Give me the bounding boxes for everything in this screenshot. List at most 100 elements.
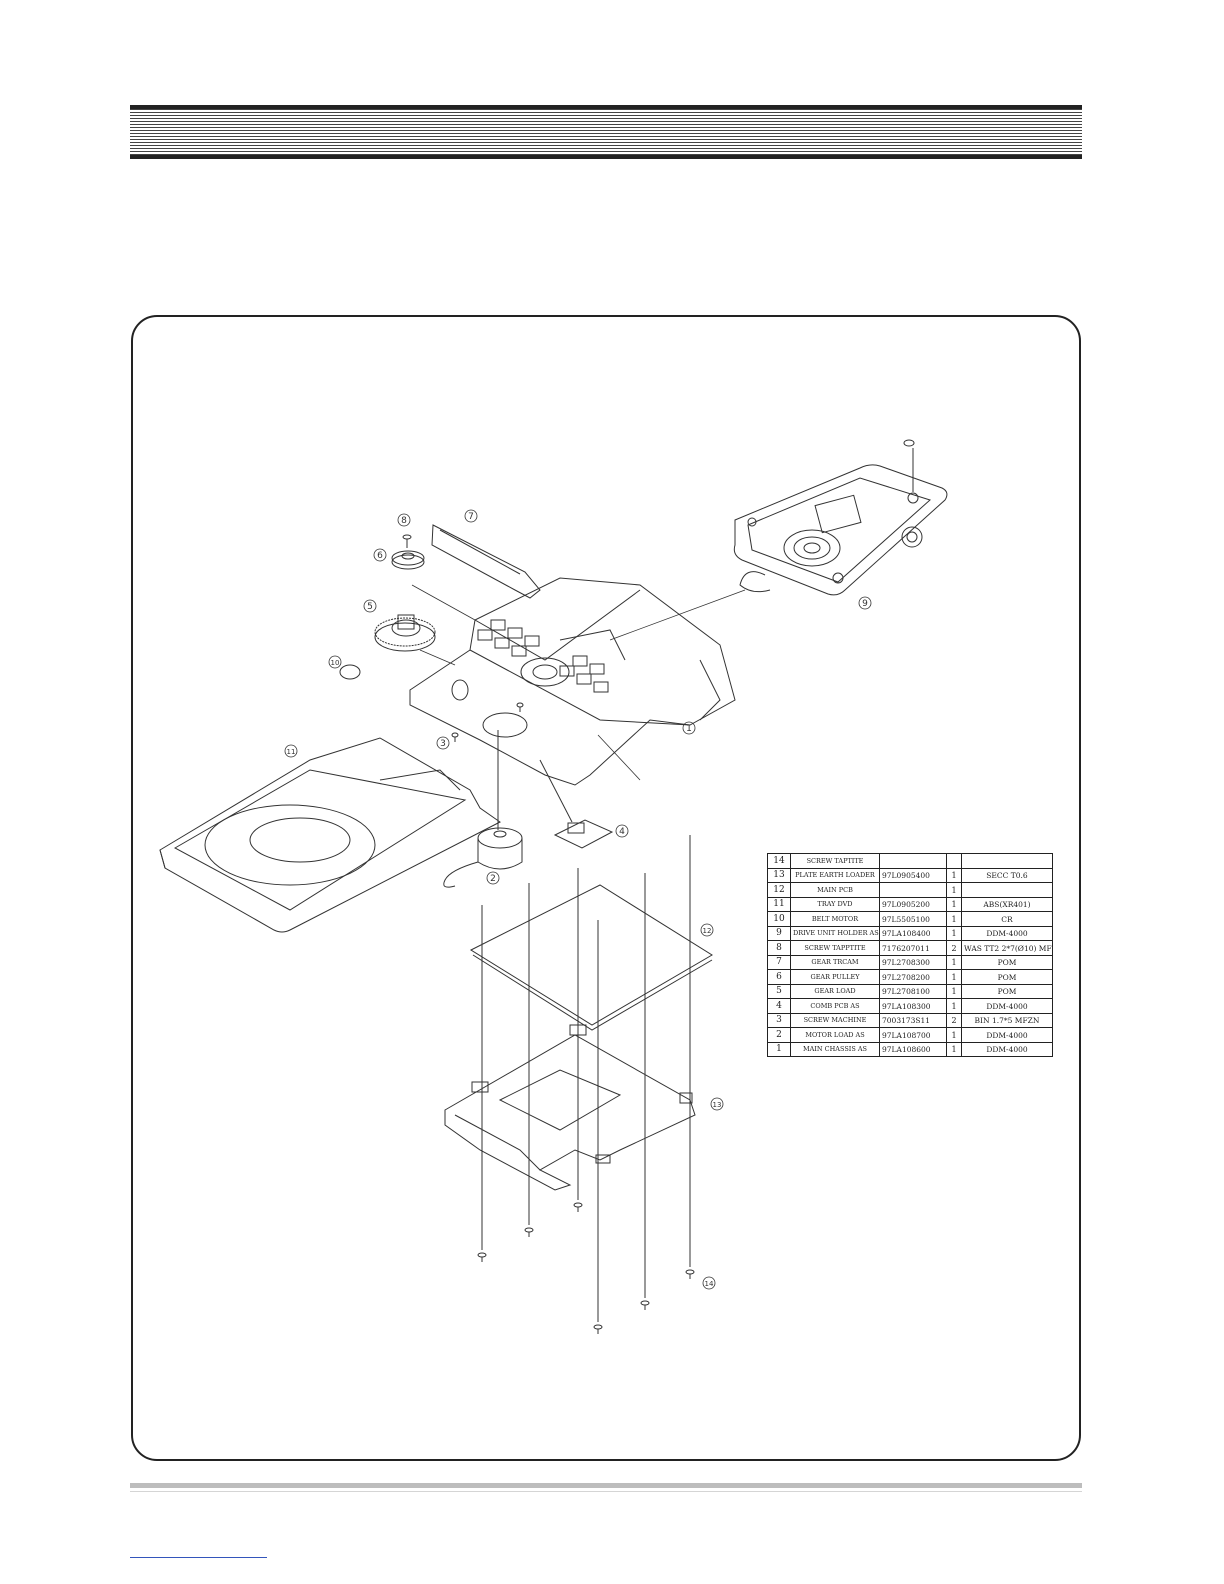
cell-mat: DDM-4000: [961, 1041, 1053, 1057]
leader-lines: [411, 584, 746, 781]
cell-pno: 97LA108400: [879, 925, 947, 941]
cell-mat: POM: [961, 983, 1053, 999]
cell-mat: [961, 882, 1053, 898]
cell-mat: CR: [961, 911, 1053, 927]
cell-pno: 97LA108300: [879, 998, 947, 1014]
cell-mat: ABS(XR401): [961, 896, 1053, 912]
cell-qty: 2: [946, 1012, 962, 1028]
cell-mat: DDM-4000: [961, 1027, 1053, 1043]
comb-pcb: [539, 759, 614, 849]
cell-no: 14: [767, 853, 791, 869]
cell-pno: 97L2708100: [879, 983, 947, 999]
motor-load: [443, 730, 523, 888]
cell-pno: [879, 853, 947, 869]
cell-name: GEAR PULLEY: [790, 969, 880, 985]
cell-no: 12: [767, 882, 791, 898]
cell-pno: 7003173S11: [879, 1012, 947, 1028]
cell-pno: 97L0905400: [879, 867, 947, 883]
cell-mat: SECC T0.6: [961, 867, 1053, 883]
cell-no: 2: [767, 1027, 791, 1043]
cell-mat: POM: [961, 969, 1053, 985]
cell-no: 11: [767, 896, 791, 912]
cell-name: MAIN CHASSIS AS: [790, 1041, 880, 1057]
main-pcb: [469, 884, 713, 1031]
callout-1: 1: [686, 724, 692, 734]
cell-name: GEAR TRCAM: [790, 954, 880, 970]
cell-no: 4: [767, 998, 791, 1014]
cell-qty: 1: [946, 969, 962, 985]
cell-qty: 1: [946, 925, 962, 941]
cell-name: SCREW TAPPTITE: [790, 940, 880, 956]
tray: [159, 737, 501, 933]
callout-2: 2: [490, 874, 496, 884]
cell-pno: 97L5505100: [879, 911, 947, 927]
cell-qty: 1: [946, 911, 962, 927]
cell-name: TRAY DVD: [790, 896, 880, 912]
cell-qty: 2: [946, 940, 962, 956]
cell-qty: 1: [946, 1041, 962, 1057]
drive-unit-holder: [733, 439, 948, 596]
cell-qty: 1: [946, 867, 962, 883]
cell-no: 9: [767, 925, 791, 941]
callout-10: 10: [331, 659, 340, 667]
diagram-frame: [131, 315, 1081, 1461]
callout-11: 11: [287, 748, 296, 756]
cell-name: SCREW MACHINE: [790, 1012, 880, 1028]
cell-qty: 1: [946, 954, 962, 970]
cell-no: 3: [767, 1012, 791, 1028]
cell-mat: DDM-4000: [961, 998, 1053, 1014]
callout-8: 8: [401, 516, 407, 526]
callout-4: 4: [619, 827, 625, 837]
footer-rule-thin: [130, 1491, 1082, 1492]
machine-screws: [451, 702, 524, 742]
cell-qty: [946, 853, 962, 869]
cell-no: 13: [767, 867, 791, 883]
cell-name: DRIVE UNIT HOLDER AS: [790, 925, 880, 941]
cell-mat: POM: [961, 954, 1053, 970]
gears: [339, 524, 541, 680]
cell-mat: WAS TT2 2*7(Ø10) MFZN: [961, 940, 1053, 956]
cell-name: GEAR LOAD: [790, 983, 880, 999]
callout-5: 5: [367, 602, 373, 612]
cell-pno: 97L2708300: [879, 954, 947, 970]
callout-3: 3: [440, 739, 446, 749]
cell-no: 5: [767, 983, 791, 999]
cell-qty: 1: [946, 882, 962, 898]
cell-name: BELT MOTOR: [790, 911, 880, 927]
callout-9: 9: [862, 599, 868, 609]
main-chassis: [409, 577, 736, 786]
cell-no: 6: [767, 969, 791, 985]
header-bar: [130, 105, 1082, 159]
cell-name: COMB PCB AS: [790, 998, 880, 1014]
footer-rule: [130, 1483, 1082, 1488]
cell-mat: BIN 1.7*5 MFZN: [961, 1012, 1053, 1028]
bottom-screws: [477, 835, 695, 1334]
cell-no: 10: [767, 911, 791, 927]
cell-name: MOTOR LOAD AS: [790, 1027, 880, 1043]
callout-6: 6: [377, 551, 383, 561]
cell-mat: DDM-4000: [961, 925, 1053, 941]
callout-14: 14: [705, 1280, 714, 1288]
cell-name: SCREW TAPTITE: [790, 853, 880, 869]
cell-no: 7: [767, 954, 791, 970]
cell-qty: 1: [946, 983, 962, 999]
cell-qty: 1: [946, 998, 962, 1014]
cell-name: MAIN PCB: [790, 882, 880, 898]
cell-no: 8: [767, 940, 791, 956]
cell-mat: [961, 853, 1053, 869]
cell-no: 1: [767, 1041, 791, 1057]
